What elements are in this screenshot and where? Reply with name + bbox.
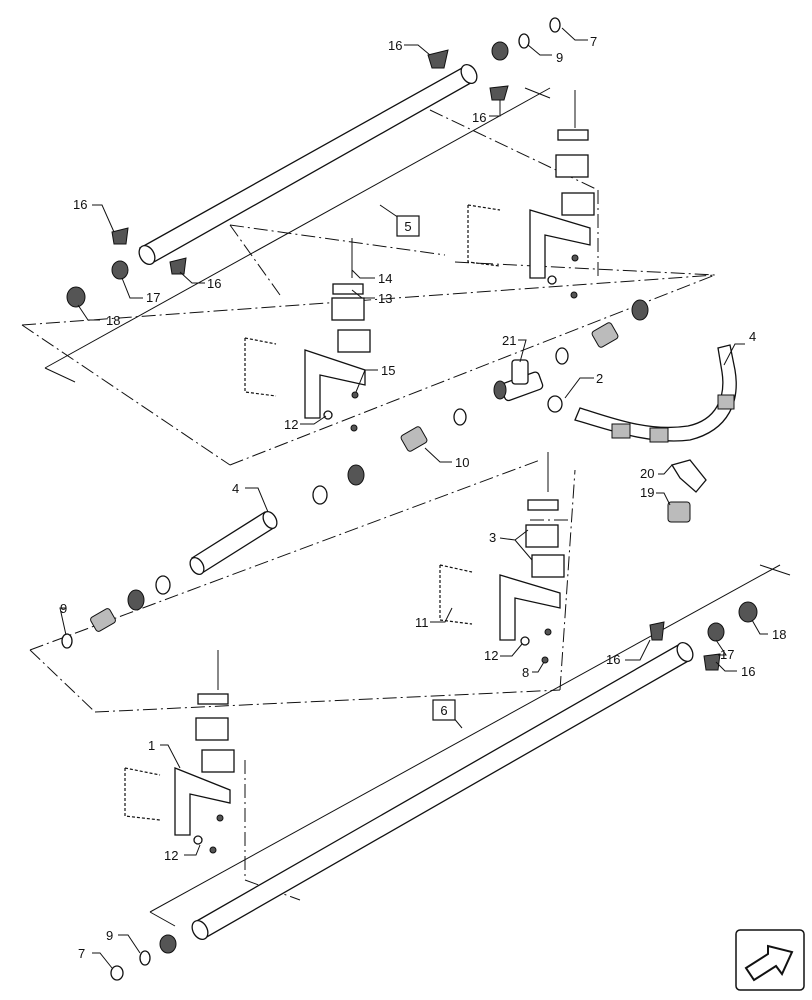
callout-18: 18 [772, 627, 786, 642]
bent-hose [574, 344, 737, 443]
callout-12: 12 [284, 417, 298, 432]
lower-end-fittings [110, 601, 758, 981]
bracket-assembly-bottom-left [124, 650, 235, 854]
callout-labels: 16 7 9 16 16 17 16 18 14 13 15 12 21 2 4… [60, 34, 786, 961]
callout-16: 16 [73, 197, 87, 212]
callout-17: 17 [146, 290, 160, 305]
callout-8: 8 [522, 665, 529, 680]
svg-text:5: 5 [404, 219, 411, 234]
callout-9: 9 [60, 601, 67, 616]
callout-10: 10 [455, 455, 469, 470]
callout-17: 17 [720, 647, 734, 662]
leader-lines [59, 27, 768, 969]
callout-7: 7 [78, 946, 85, 961]
callout-4: 4 [749, 329, 756, 344]
callout-19: 19 [640, 485, 654, 500]
callout-14: 14 [378, 271, 392, 286]
tee-fitting [493, 359, 544, 402]
boxed-callout-5: 5 [396, 215, 420, 237]
callout-16: 16 [388, 38, 402, 53]
boxed-callout-6: 6 [432, 699, 456, 721]
callout-15: 15 [381, 363, 395, 378]
elbow-and-cap [667, 459, 707, 523]
upper-end-fittings [66, 17, 561, 308]
callout-2: 2 [596, 371, 603, 386]
callout-9: 9 [556, 50, 563, 65]
center-fittings [61, 299, 649, 649]
bracket-assembly-top-right [467, 90, 595, 299]
reference-lines [44, 87, 791, 927]
bracket-assembly-mid-right [439, 452, 565, 664]
callout-16: 16 [207, 276, 221, 291]
callout-7: 7 [590, 34, 597, 49]
callout-12: 12 [164, 848, 178, 863]
next-arrow-icon[interactable] [735, 929, 805, 991]
svg-text:6: 6 [440, 703, 447, 718]
callout-16: 16 [606, 652, 620, 667]
callout-21: 21 [502, 333, 516, 348]
callout-16: 16 [741, 664, 755, 679]
callout-13: 13 [378, 291, 392, 306]
callout-1: 1 [148, 738, 155, 753]
callout-16: 16 [472, 110, 486, 125]
bracket-assembly-mid-left [244, 238, 371, 432]
callout-4: 4 [232, 481, 239, 496]
callout-12: 12 [484, 648, 498, 663]
short-tube [189, 510, 278, 576]
callout-9: 9 [106, 928, 113, 943]
callout-3: 3 [489, 530, 496, 545]
callout-20: 20 [640, 466, 654, 481]
callout-18: 18 [106, 313, 120, 328]
callout-11: 11 [415, 615, 429, 630]
upper-tube [138, 64, 478, 265]
lower-tube [191, 642, 694, 940]
